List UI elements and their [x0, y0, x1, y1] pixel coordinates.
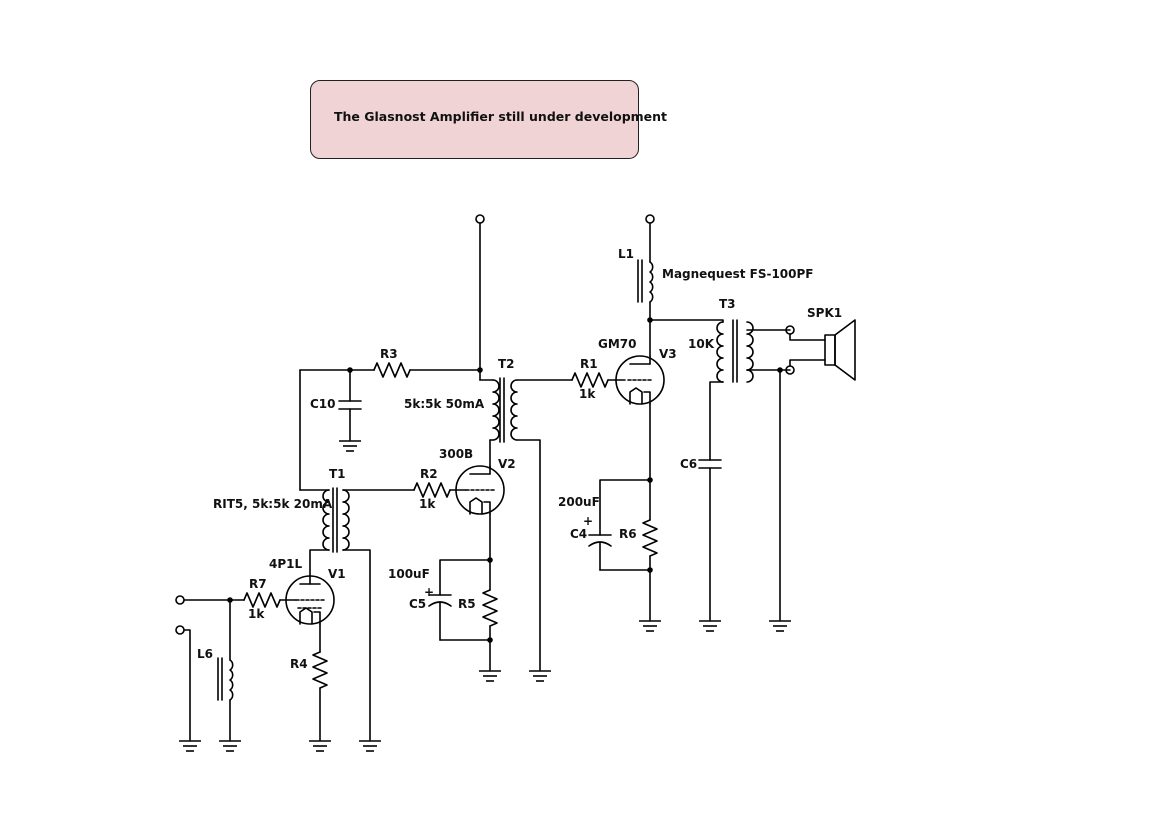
- capacitor-c4: [588, 534, 612, 571]
- label-plus: +: [424, 585, 434, 599]
- tube-v3: [615, 355, 665, 405]
- ground-symbol: [219, 740, 241, 752]
- label-r1-value: 1k: [579, 387, 596, 401]
- ground-symbol: [479, 670, 501, 682]
- tube-v2: [455, 465, 505, 515]
- label-r7-value: 1k: [248, 607, 265, 621]
- label-r1: R1: [580, 357, 598, 371]
- wire: [309, 549, 330, 577]
- label-r7: R7: [249, 577, 267, 591]
- ground-symbol: [699, 620, 721, 632]
- label-t2: T2: [498, 357, 515, 371]
- capacitor-c6: [698, 459, 722, 621]
- label-v2: V2: [498, 457, 516, 471]
- label-t2-spec: 5k:5k 50mA: [404, 397, 485, 411]
- capacitor-c5: [428, 594, 452, 641]
- label-v1: V1: [328, 567, 346, 581]
- label-r2-value: 1k: [419, 497, 436, 511]
- label-t1: T1: [329, 467, 346, 481]
- resistor-r4: [312, 623, 328, 741]
- choke-l1: [637, 259, 654, 303]
- label-r4: R4: [290, 657, 308, 671]
- ground-symbol: [639, 620, 661, 632]
- label-r6: R6: [619, 527, 637, 541]
- label-r5: R5: [458, 597, 476, 611]
- label-c5: C5: [409, 597, 426, 611]
- label-t1-spec: RIT5, 5k:5k 20mA: [213, 497, 333, 511]
- resistor-r6: [642, 519, 658, 621]
- label-l6: L6: [197, 647, 213, 661]
- development-note-box: The Glasnost Amplifier still under devel…: [310, 80, 667, 159]
- label-c4: C4: [570, 527, 587, 541]
- input-terminal-hot: [175, 595, 185, 605]
- resistor-r3: [299, 362, 481, 378]
- input-terminal-ground: [175, 625, 191, 741]
- label-l1: L1: [618, 247, 634, 261]
- transformer-t2: [479, 369, 518, 443]
- speaker-spk1: [785, 319, 856, 381]
- label-r3: R3: [380, 347, 398, 361]
- transformer-t1: [299, 487, 350, 553]
- ground-symbol: [359, 740, 381, 752]
- label-c6: C6: [680, 457, 697, 471]
- label-v3: V3: [659, 347, 677, 361]
- ground-symbol: [309, 740, 331, 752]
- resistor-r2: [413, 482, 467, 498]
- ground-symbol: [179, 740, 201, 752]
- ground-symbol: [769, 620, 791, 632]
- label-c5-value: 100uF: [388, 567, 430, 581]
- bplus-terminal-driver: [475, 214, 485, 371]
- ground-symbol: [529, 670, 551, 682]
- junction-dot: [487, 637, 493, 643]
- resistor-r7: [243, 592, 297, 608]
- resistor-r5: [482, 589, 498, 671]
- label-plus: +: [583, 514, 593, 528]
- choke-l6: [217, 599, 234, 741]
- wire: [342, 549, 371, 741]
- label-t3-spec: 10K: [688, 337, 715, 351]
- junction-dot: [647, 567, 653, 573]
- wire: [649, 319, 724, 323]
- label-spk1: SPK1: [807, 306, 842, 320]
- capacitor-c10: [338, 369, 362, 441]
- development-note-text: The Glasnost Amplifier still under devel…: [334, 109, 668, 124]
- label-v3-type: GM70: [598, 337, 637, 351]
- wire: [439, 559, 491, 596]
- tube-v1: [285, 575, 335, 625]
- bplus-terminal-output: [645, 214, 655, 263]
- label-c10: C10: [310, 397, 336, 411]
- label-v2-type: 300B: [439, 447, 473, 461]
- label-r2: R2: [420, 467, 438, 481]
- wire: [709, 381, 724, 461]
- label-l1-spec: Magnequest FS-100PF: [662, 267, 814, 281]
- ground-symbol: [339, 440, 361, 452]
- wire: [516, 439, 541, 671]
- label-t3: T3: [719, 297, 736, 311]
- wire: [599, 479, 651, 536]
- label-v1-type: 4P1L: [269, 557, 302, 571]
- label-c4-value: 200uF: [558, 495, 600, 509]
